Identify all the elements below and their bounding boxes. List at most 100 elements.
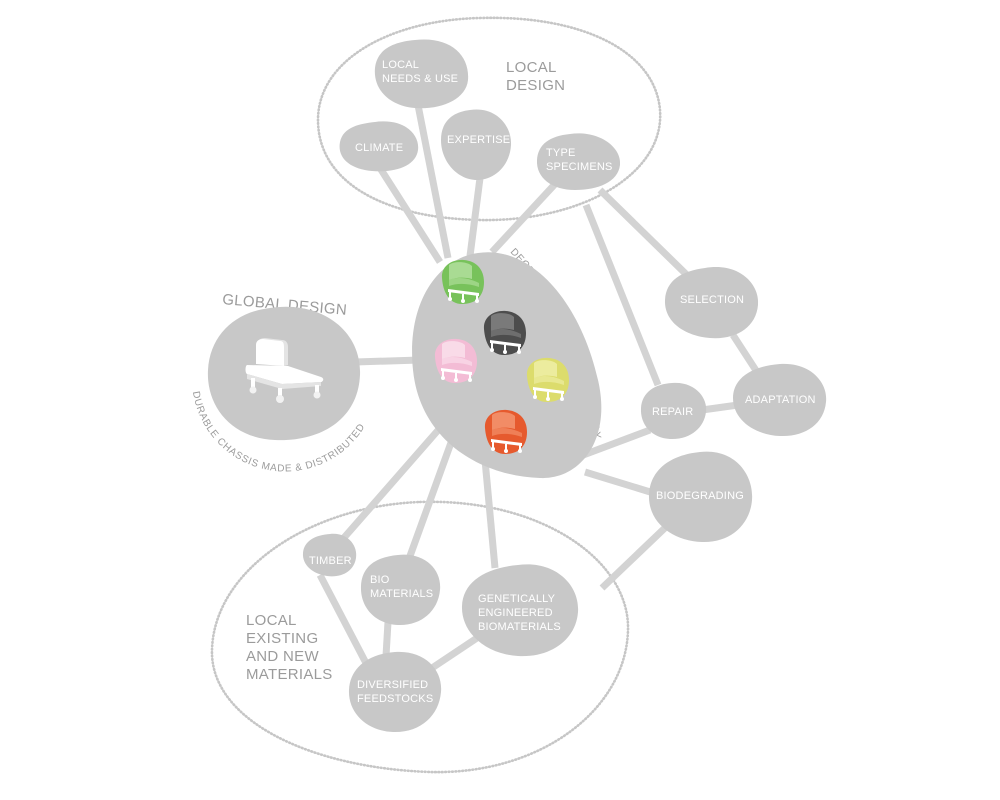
- chassis-seat: [245, 365, 324, 384]
- mini-chassis-leg: [455, 373, 457, 379]
- connector-expertise-hub: [466, 177, 484, 257]
- mini-chassis-bar: [491, 439, 522, 446]
- type-specimens-label-line: SPECIMENS: [546, 161, 613, 173]
- node-local-needs: LOCAL NEEDS & USE: [374, 39, 469, 109]
- mini-chassis-leg: [504, 345, 506, 351]
- climate-blob: [339, 121, 419, 172]
- mini-chassis-wheel: [454, 378, 458, 382]
- chassis-backrest: [256, 339, 284, 366]
- connector-hub-timber: [339, 425, 443, 543]
- local-needs-blob: [374, 39, 469, 109]
- chassis-wheel: [249, 386, 257, 394]
- connector-type-specimens-repair: [582, 203, 662, 387]
- adaptation-label: ADAPTATION: [745, 394, 816, 406]
- mini-chassis: [441, 368, 472, 382]
- connector-hub-bio-materials: [406, 438, 456, 558]
- shell-seat: [534, 376, 564, 385]
- type-specimens-label: TYPE SPECIMENS: [546, 147, 613, 173]
- mini-chassis-bar: [448, 289, 479, 296]
- shell-seat: [492, 428, 522, 437]
- node-expertise: EXPERTISE: [441, 109, 512, 180]
- repair-blob: [640, 382, 707, 440]
- connector-global-hub: [354, 356, 421, 366]
- shell-seat: [491, 329, 521, 338]
- connector-selection-adaptation: [730, 333, 760, 374]
- connector-local-needs-hub: [414, 104, 452, 259]
- diversified-feedstocks-blob: [348, 651, 442, 733]
- adaptation-label-line: ADAPTATION: [745, 394, 816, 406]
- mini-chassis-wheel: [491, 447, 495, 451]
- expertise-blob: [441, 109, 512, 180]
- bio-materials-label-line: BIO: [370, 574, 390, 586]
- mini-chassis-leg: [491, 343, 493, 349]
- local-materials-region-outline: [210, 500, 630, 774]
- node-repair: REPAIR: [640, 382, 707, 440]
- local-materials-label-line: MATERIALS: [246, 666, 333, 683]
- type-specimens-blob: [536, 133, 621, 190]
- connector-timber-diversified: [316, 573, 371, 667]
- connector-genetically-diversified: [430, 633, 482, 671]
- local-materials-label: LOCAL EXISTING AND NEW MATERIALS: [246, 612, 333, 683]
- connectors: [316, 104, 760, 671]
- genetically-engineered-label-line: BIOMATERIALS: [478, 621, 561, 633]
- genetically-engineered-label: GENETICALLY ENGINEERED BIOMATERIALS: [478, 593, 561, 633]
- mini-chassis-wheel: [517, 350, 521, 354]
- local-materials-label-line: LOCAL: [246, 612, 296, 629]
- node-biodegrading: BIODEGRADING: [648, 451, 753, 543]
- repair-label-line: REPAIR: [652, 406, 693, 418]
- shell-backrest: [449, 262, 472, 280]
- mini-chassis-leg: [518, 346, 520, 351]
- local-needs-label-line: LOCAL: [382, 59, 419, 71]
- mini-chassis-leg: [505, 444, 507, 450]
- bio-materials-blob: [360, 554, 441, 626]
- shell-chair-icon: [526, 357, 569, 402]
- local-materials-label-line: EXISTING: [246, 630, 318, 647]
- chassis-wheel: [276, 395, 284, 403]
- shell-backrest: [442, 341, 465, 359]
- node-bio-materials: BIO MATERIALS: [360, 554, 441, 626]
- mini-chassis-leg: [519, 445, 521, 450]
- local-design-label: LOCAL DESIGN: [506, 59, 565, 94]
- mini-chassis-leg: [449, 292, 451, 298]
- mini-chassis-wheel: [518, 449, 522, 453]
- shell-backrest: [492, 412, 515, 430]
- node-adaptation: ADAPTATION: [733, 363, 827, 437]
- connector-hub-biodegrading: [583, 468, 662, 499]
- bio-materials-label-line: MATERIALS: [370, 588, 433, 600]
- shell-chair-icon: [484, 409, 527, 454]
- chassis-wheel: [313, 391, 321, 399]
- mini-chassis: [490, 340, 521, 354]
- chassis-seat-edge: [247, 374, 321, 389]
- expertise-label-line: EXPERTISE: [447, 134, 510, 146]
- timber-blob: [302, 533, 357, 577]
- mini-chassis: [491, 439, 522, 453]
- selection-blob: [664, 267, 759, 339]
- genetically-engineered-label-line: ENGINEERED: [478, 607, 553, 619]
- mini-chassis-wheel: [533, 395, 537, 399]
- mini-chassis-wheel: [461, 299, 465, 303]
- mini-chassis: [448, 289, 479, 303]
- type-specimens-label-line: TYPE: [546, 147, 576, 159]
- mini-chassis-leg: [462, 294, 464, 300]
- genetically-engineered-blob: [461, 564, 579, 657]
- shell-backrest: [534, 360, 557, 378]
- mini-chassis-leg: [469, 374, 471, 379]
- selection-label: SELECTION: [680, 294, 744, 306]
- selection-label-line: SELECTION: [680, 294, 744, 306]
- chassis-leg: [278, 388, 282, 398]
- mini-chassis-wheel: [490, 348, 494, 352]
- chassis-icon: [245, 338, 324, 403]
- connector-type-specimens-hub: [489, 180, 559, 255]
- climate-label: CLIMATE: [355, 142, 403, 154]
- biodegrading-label-line: BIODEGRADING: [656, 490, 744, 502]
- timber-label-line: TIMBER: [309, 555, 352, 567]
- mini-chassis-wheel: [448, 297, 452, 301]
- diversified-feedstocks-label: DIVERSIFIED FEEDSTOCKS: [357, 679, 433, 705]
- biodegrading-blob: [648, 451, 753, 543]
- connector-bio-materials-diversified: [382, 621, 392, 657]
- connector-hub-genetically-engineered: [481, 459, 499, 569]
- shell-chair-icon: [441, 259, 484, 304]
- mini-chassis-wheel: [503, 350, 507, 354]
- expertise-label: EXPERTISE: [447, 134, 510, 146]
